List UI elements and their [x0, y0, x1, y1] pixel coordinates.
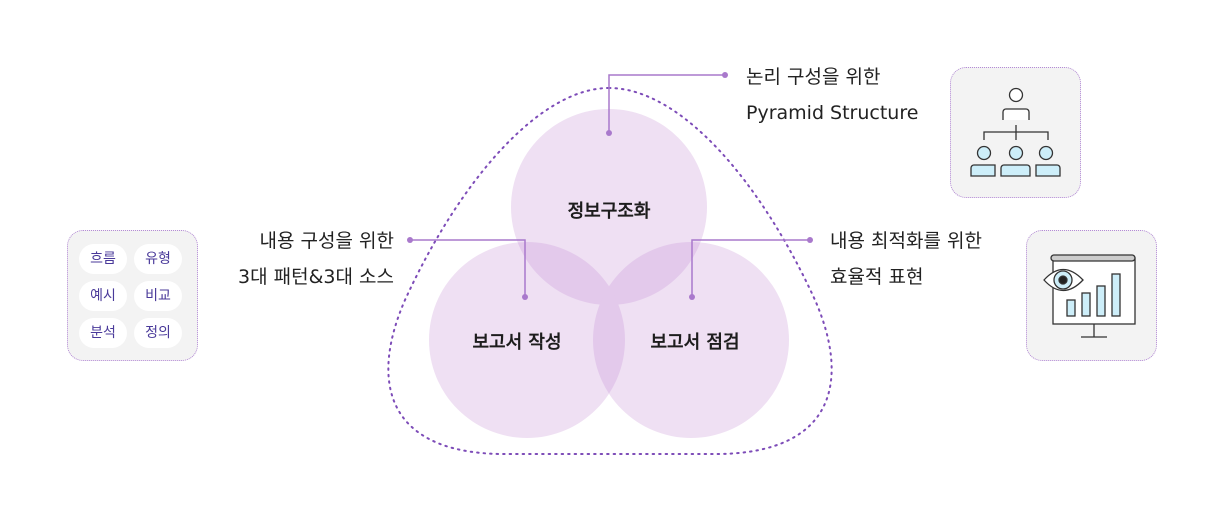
overlap-top-left: [511, 242, 625, 305]
callout-right-line1: 내용 최적화를 위한: [830, 230, 982, 252]
presentation-eye-chart-icon: [1043, 254, 1136, 338]
circle-label-left: 보고서 작성: [472, 332, 562, 353]
chip: 비교: [134, 281, 182, 311]
circle-label-right: 보고서 점검: [650, 332, 740, 353]
org-chart-icon: [970, 87, 1061, 177]
dotted-outline: [387, 86, 833, 455]
chip: 분석: [79, 318, 127, 348]
chip: 유형: [134, 244, 182, 274]
overlap-top-right: [593, 242, 707, 305]
presentation-icon-box: [1026, 230, 1157, 361]
circle-label-top: 정보구조화: [567, 201, 651, 222]
callout-right-line2: 효율적 표현: [830, 266, 924, 288]
connectors: [410, 74, 810, 297]
callout-left-line2: 3대 패턴&3대 소스: [238, 266, 394, 288]
callout-top-line2: Pyramid Structure: [746, 102, 919, 124]
callout-top-line1: 논리 구성을 위한: [746, 66, 881, 88]
callout-left-line1: 내용 구성을 위한: [259, 230, 394, 252]
chip: 예시: [79, 281, 127, 311]
org-chart-icon-box: [950, 67, 1081, 198]
keyword-box: 흐름 유형 예시 비교 분석 정의: [67, 230, 198, 361]
chip: 정의: [134, 318, 182, 348]
chip: 흐름: [79, 244, 127, 274]
